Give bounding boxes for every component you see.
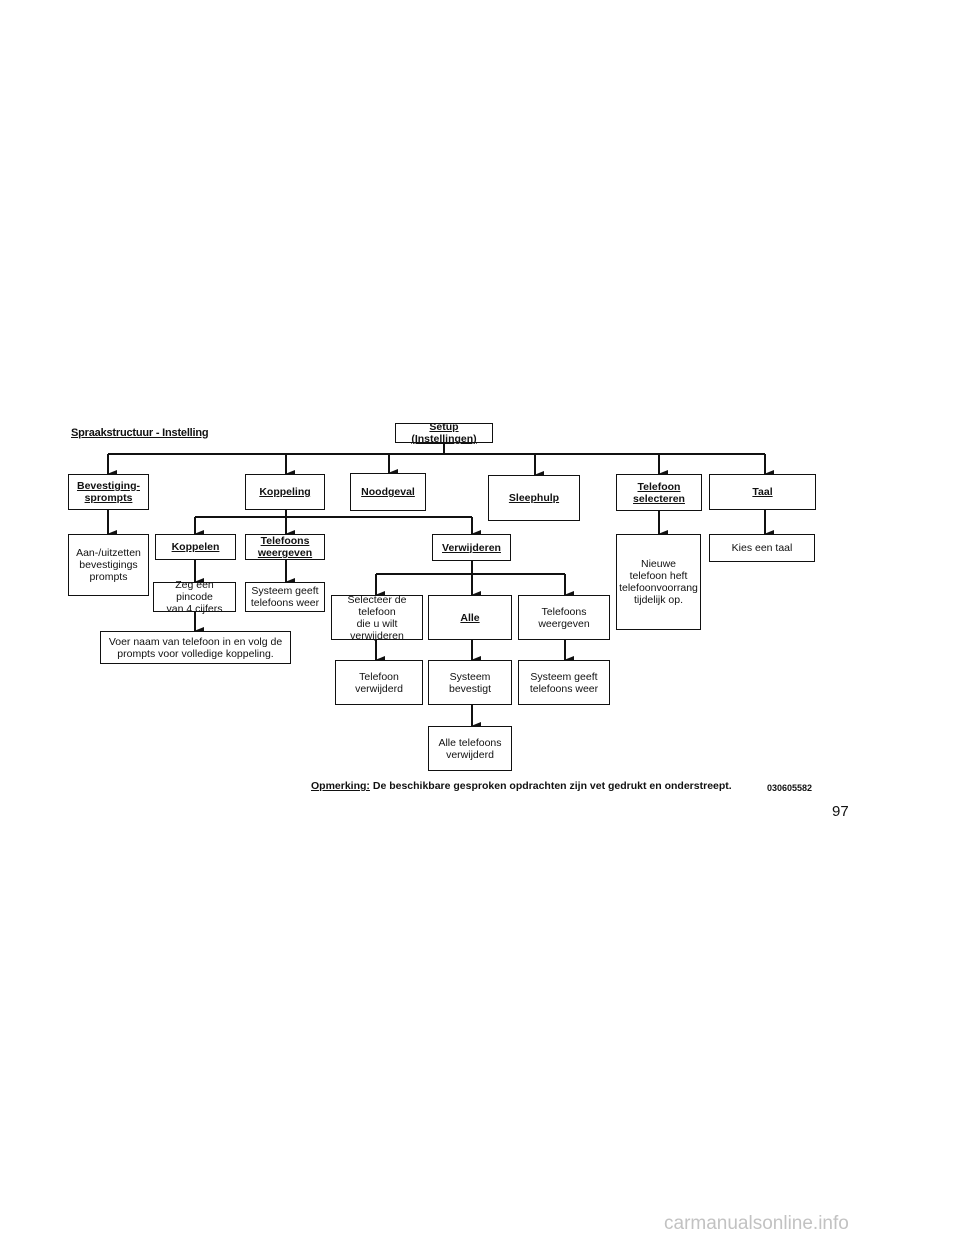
node-taal-label: Taal [752, 486, 773, 498]
footnote-text: De beschikbare gesproken opdrachten zijn… [369, 780, 732, 792]
node-taal: Taal [709, 474, 816, 510]
node-sleephulp: Sleephulp [488, 475, 580, 521]
root-node-label: Setup (Instellingen) [411, 421, 477, 445]
node-noodgeval: Noodgeval [350, 473, 426, 511]
node-verwijderen: Verwijderen [432, 534, 511, 561]
figure-code: 030605582 [767, 783, 813, 793]
node-nieuwe-telefoon: Nieuwe telefoon heft telefoonvoorrang ti… [616, 534, 701, 630]
node-zeg-pincode: Zeg een pincode van 4 cijfers [153, 579, 236, 615]
node-verwijderen-label: Verwijderen [442, 541, 501, 554]
node-koppelen-label: Koppelen [171, 541, 220, 553]
node-alle-verwijderd: Alle telefoons verwijderd [428, 726, 512, 771]
watermark: carmanualsonline.info [664, 1213, 849, 1234]
node-koppelen: Koppelen [155, 534, 236, 560]
node-telefoons-weergeven-label: Telefoons weergeven [257, 535, 313, 559]
node-telefoon-selecteren: Telefoon selecteren [616, 474, 702, 511]
node-voer-naam: Voer naam van telefoon in en volg de pro… [100, 631, 291, 664]
node-telefoon-selecteren-label: Telefoon selecteren [633, 480, 685, 505]
page-number: 97 [832, 803, 849, 820]
node-koppeling-label: Koppeling [259, 486, 311, 498]
node-noodgeval-label: Noodgeval [361, 486, 415, 498]
footnote-label: Opmerking: [311, 780, 370, 792]
node-systeem-geeft-1: Systeem geeft telefoons weer [245, 582, 325, 612]
node-systeem-bevestigt: Systeem bevestigt [428, 660, 512, 705]
node-bevestigingsprompts: Bevestiging- sprompts [68, 474, 149, 510]
node-telefoons-weergeven-2: Telefoons weergeven [518, 595, 610, 640]
footnote: Opmerking: De beschikbare gesproken opdr… [311, 780, 732, 792]
node-systeem-geeft-2: Systeem geeft telefoons weer [518, 660, 610, 705]
node-alle: Alle [428, 595, 512, 640]
diagram-title: Spraakstructuur - Instelling [71, 427, 209, 439]
node-koppeling: Koppeling [245, 474, 325, 510]
node-bevestigingsprompts-label: Bevestiging- sprompts [76, 480, 140, 504]
node-sleephulp-label: Sleephulp [508, 492, 560, 504]
root-node-setup: Setup (Instellingen) [395, 421, 493, 445]
node-aan-uitzetten: Aan-/uitzetten bevestigings prompts [68, 534, 149, 596]
node-telefoons-weergeven: Telefoons weergeven [245, 534, 325, 560]
node-kies-taal: Kies een taal [709, 534, 815, 562]
node-selecteer-telefoon: Selecteer de telefoon die u wilt verwijd… [331, 594, 423, 642]
node-alle-label: Alle [460, 611, 480, 624]
node-telefoon-verwijderd: Telefoon verwijderd [335, 660, 423, 705]
